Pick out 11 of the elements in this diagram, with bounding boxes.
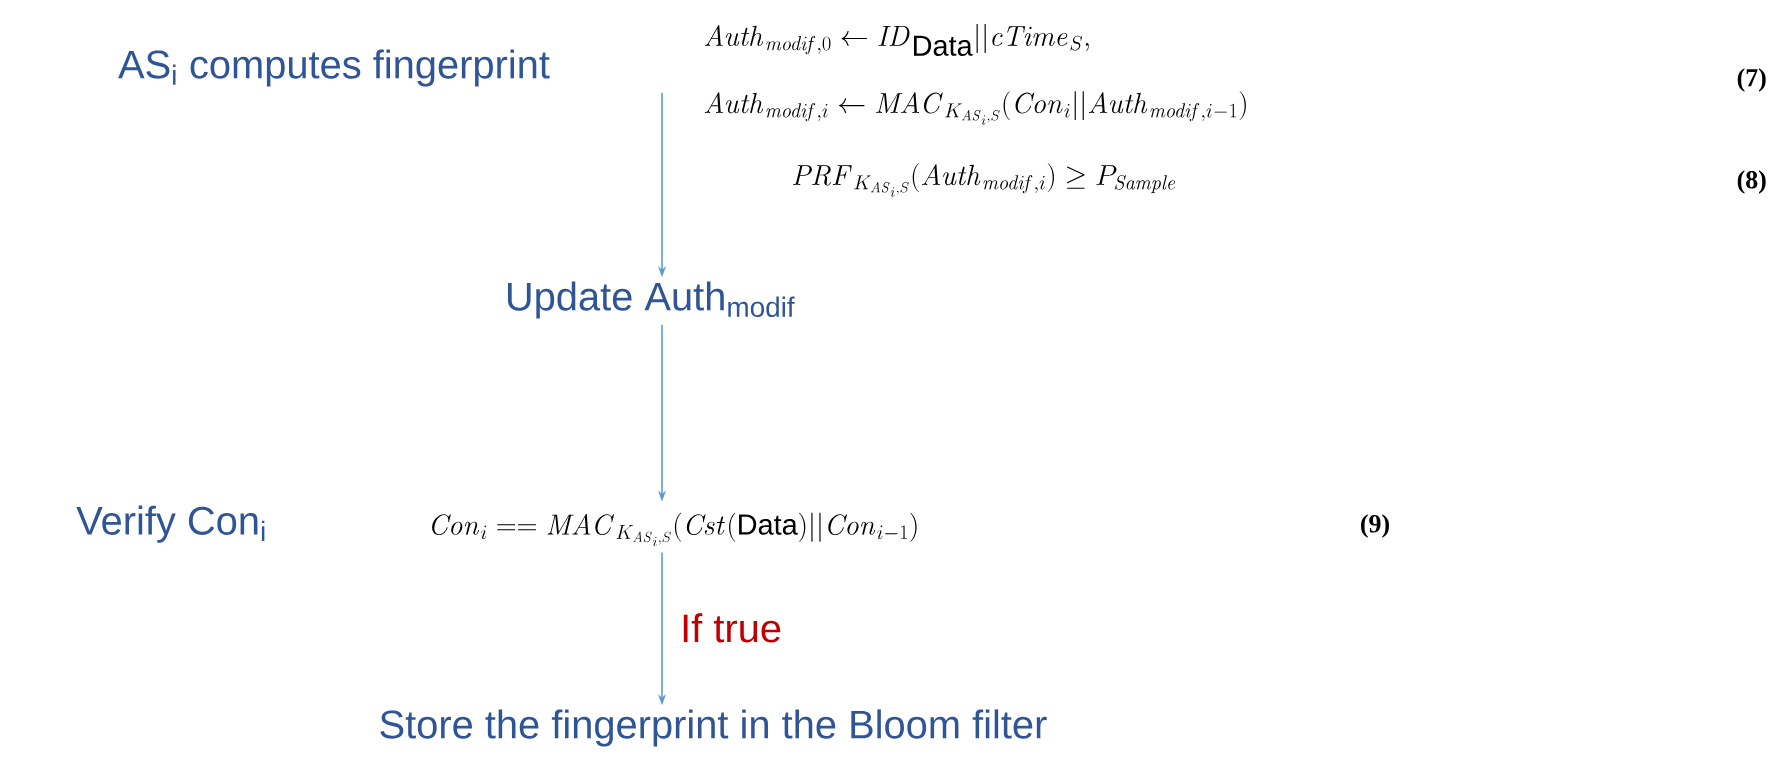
formula: $\mathit{Auth}_{\mathit{modif},0} \leftarrow \mathit{ID}_{\textsc{Data}}||\mathit{cTime}_{S},$	[704, 24, 1089, 56]
step-text: Verify Con$_{i}$ $\mathit{Con}_i == \mathit{MAC}_{K_{\mathit{AS}_i,S}}(\mathit{Cst}(\textsc{Data})||\mathit{Con}_{i-1})$	[76, 505, 917, 547]
step-text: Store the fingerprint in the Bloom filter	[380, 709, 1047, 747]
edge-label: If true	[683, 613, 781, 643]
equation-number: (9)	[1361, 514, 1389, 538]
step-text: Update Auth$_{modif}$	[507, 281, 795, 319]
formula: $\mathit{PRF}_{K_{\mathit{AS}_i,S}}(\mathit{Auth}_{\mathit{modif},i}) \geq P_{\mathit{Sample}}$	[793, 163, 1176, 197]
formula: $\mathit{Auth}_{\mathit{modif},i} \leftarrow \mathit{MAC}_{K_{\mathit{AS}_i,S}}(\mathit{Con}_i||\mathit{Auth}_{\mathit{modif},i-1})$	[704, 91, 1246, 125]
equation-number: (7)	[1737, 68, 1766, 92]
equation-number: (8)	[1737, 170, 1766, 194]
step-text: AS$_{i}$ computes fingerprint	[118, 49, 550, 87]
